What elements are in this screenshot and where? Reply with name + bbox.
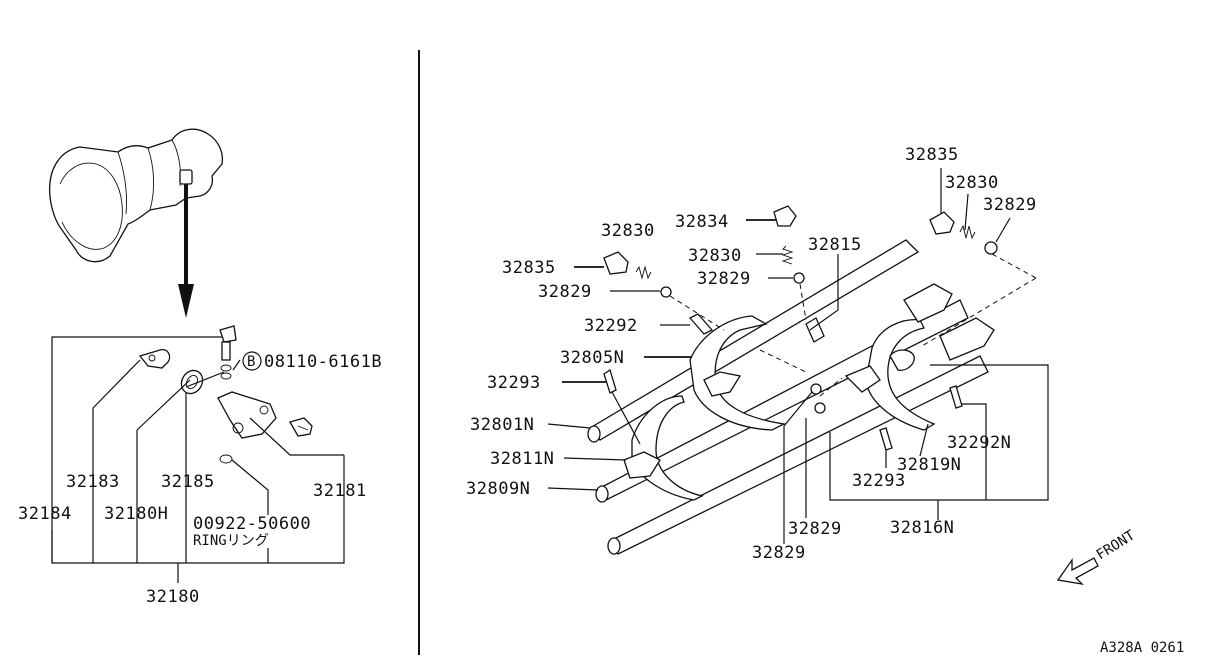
- label-32829-mid: 32829: [697, 269, 751, 289]
- label-32185: 32185: [161, 472, 215, 492]
- bolt-symbol: B: [247, 354, 255, 370]
- right-leader-lines: [547, 168, 1049, 544]
- left-leader-lines: [92, 359, 344, 515]
- label-32835-left: 32835: [502, 258, 556, 278]
- label-32809N: 32809N: [466, 479, 530, 499]
- label-00922-50600: 00922-50600: [193, 514, 311, 534]
- bolt-symbol-circle: [242, 351, 262, 371]
- location-arrow: [178, 184, 194, 318]
- label-32293-right: 32293: [852, 471, 906, 491]
- label-32292N: 32292N: [947, 433, 1011, 453]
- label-32811N: 32811N: [490, 449, 554, 469]
- label-32801N: 32801N: [470, 415, 534, 435]
- label-32180H: 32180H: [104, 504, 168, 524]
- label-32293-left: 32293: [487, 373, 541, 393]
- label-32292: 32292: [584, 316, 638, 336]
- label-32834: 32834: [675, 212, 729, 232]
- shift-forks: [623, 283, 995, 501]
- label-32829-top: 32829: [983, 195, 1037, 215]
- label-32830-left: 32830: [601, 221, 655, 241]
- label-32805N: 32805N: [560, 348, 624, 368]
- assembly-bracket: [51, 336, 345, 583]
- label-32829-bot2: 32829: [752, 543, 806, 563]
- label-32816N: 32816N: [890, 518, 954, 538]
- label-32181: 32181: [313, 481, 367, 501]
- detent-parts: [603, 205, 998, 451]
- label-32830-top: 32830: [945, 173, 999, 193]
- label-32815: 32815: [808, 235, 862, 255]
- front-label: FRONT: [1094, 527, 1139, 563]
- label-32829-bot1: 32829: [788, 519, 842, 539]
- transmission-housing-illustration: [48, 128, 224, 263]
- label-32830-mid: 32830: [688, 246, 742, 266]
- dashed-guides: [669, 253, 1037, 397]
- label-32835-top: 32835: [905, 145, 959, 165]
- label-08110-6161B: 08110-6161B: [264, 352, 382, 372]
- label-32184: 32184: [18, 504, 72, 524]
- label-32183: 32183: [66, 472, 120, 492]
- label-ring: RINGリング: [193, 533, 269, 549]
- front-arrow-icon: [1056, 557, 1099, 585]
- label-32180: 32180: [146, 587, 200, 607]
- left-small-parts: [138, 325, 313, 464]
- diagram-id: A328A 0261: [1100, 640, 1184, 656]
- label-32819N: 32819N: [897, 455, 961, 475]
- label-32829-left: 32829: [538, 282, 592, 302]
